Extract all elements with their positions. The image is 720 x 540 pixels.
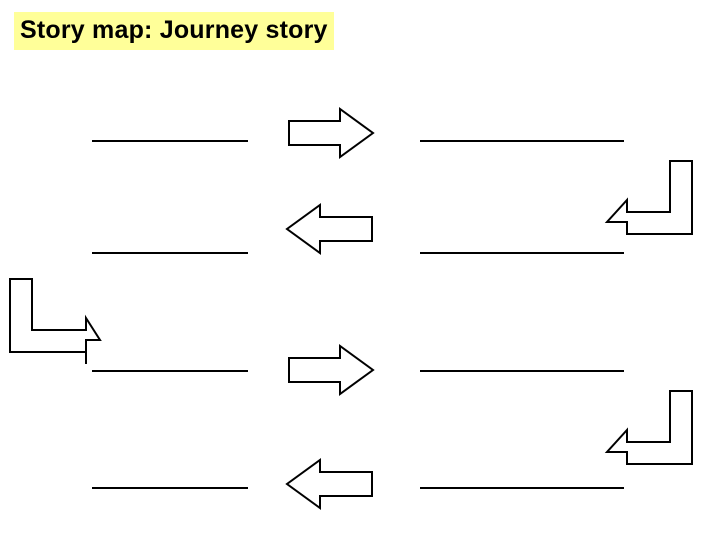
- blank-line-row2-col1: [92, 252, 248, 254]
- arrow-elbow-left-middle: [8, 278, 102, 364]
- arrow-elbow-right-bottom: [604, 390, 694, 466]
- blank-line-row4-col3: [420, 487, 624, 489]
- blank-line-row2-col3: [420, 252, 624, 254]
- blank-line-row3-col3: [420, 370, 624, 372]
- blank-line-row3-col1: [92, 370, 248, 372]
- arrow-left-row4: [285, 458, 373, 510]
- page-title-text: Story map: Journey story: [14, 12, 334, 51]
- arrow-right-row3: [288, 344, 375, 396]
- blank-line-row1-col1: [92, 140, 248, 142]
- page-title: Story map: Journey story: [14, 12, 334, 51]
- arrow-elbow-right-top: [604, 160, 694, 236]
- blank-line-row1-col3: [420, 140, 624, 142]
- arrow-left-row2: [285, 203, 373, 255]
- arrow-right-row1: [288, 107, 375, 159]
- blank-line-row4-col1: [92, 487, 248, 489]
